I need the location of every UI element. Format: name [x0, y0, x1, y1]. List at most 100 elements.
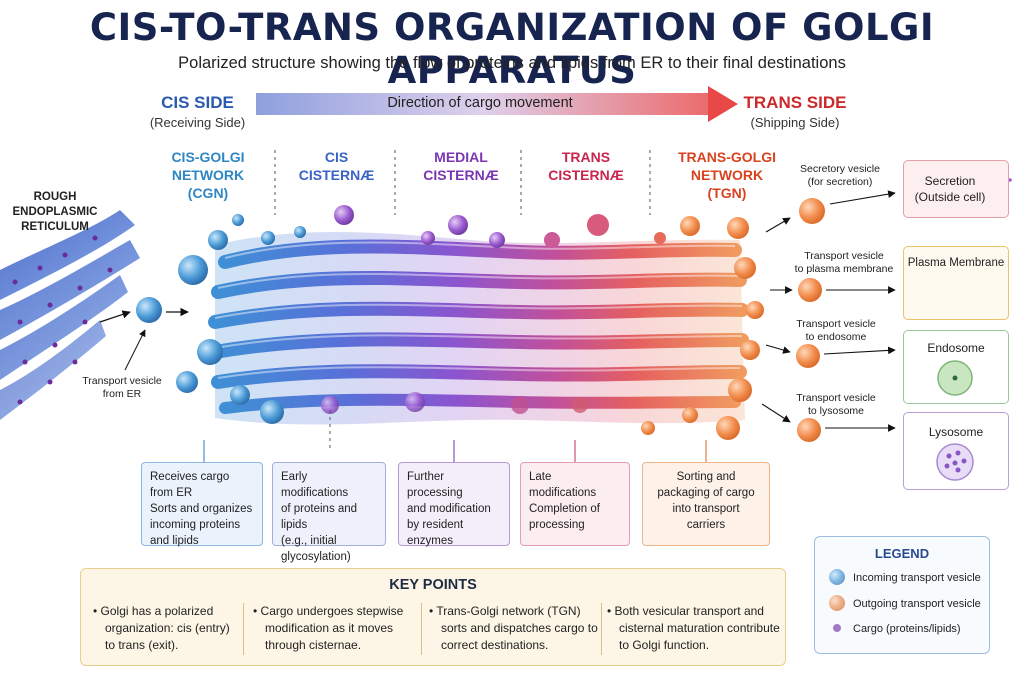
outgoing-vesicle-icon	[829, 595, 845, 611]
trans-side-title: TRANS SIDE	[743, 93, 847, 112]
legend-incoming-label: Incoming transport vesicle	[853, 572, 981, 584]
box-line: glycosylation)	[281, 551, 351, 563]
incoming-vesicle-icon	[829, 569, 845, 585]
er-arrow	[99, 310, 131, 323]
endosome-destination: Endosome	[903, 330, 1009, 404]
er-vesicle-label-line: from ER	[102, 388, 142, 400]
box-line: packaging of cargo	[657, 487, 755, 499]
plasma-membrane-vesicle-label: Transport vesicle to plasma membrane	[790, 250, 898, 276]
box-line: carriers	[686, 519, 726, 531]
vesicle-label-line: Transport vesicle	[796, 392, 876, 404]
direction-label: Direction of cargo movement	[387, 95, 573, 111]
key-point-2: • Cargo undergoes stepwise modification …	[253, 603, 419, 654]
region-label-line: TRANS-GOLGI	[678, 149, 776, 165]
region-label-line: CISTERNÆ	[548, 167, 624, 183]
key-point-line: sorts and dispatches cargo to	[441, 621, 598, 635]
region-medial-cisternae: MEDIAL CISTERNÆ	[405, 148, 517, 184]
endosome-icon	[937, 360, 973, 396]
secretion-destination: Secretion (Outside cell)	[903, 160, 1009, 218]
box-line: processing	[529, 519, 585, 531]
box-line: (e.g., initial	[281, 535, 337, 547]
lysosome-icon	[936, 443, 974, 481]
er-label: ROUGH ENDOPLASMIC RETICULUM	[0, 190, 110, 235]
outgoing-vesicles	[761, 190, 896, 442]
legend-title: LEGEND	[874, 546, 930, 561]
box-line: and modification	[407, 503, 491, 515]
er-label-line: RETICULUM	[21, 221, 89, 233]
lysosome-vesicle-label: Transport vesicle to lysosome	[786, 392, 886, 418]
box-line: Sorting and	[676, 471, 736, 483]
vesicle-label-line: to lysosome	[807, 405, 865, 417]
box-line: Late modifications	[529, 471, 597, 499]
medial-cisternae-description-box: Further processing and modification by r…	[398, 462, 510, 547]
key-point-line: through cisternae.	[265, 638, 362, 652]
key-point-line: cisternal maturation contribute	[619, 621, 780, 635]
box-line: Completion of	[529, 503, 600, 515]
trans-side-subtitle: (Shipping Side)	[750, 115, 840, 130]
box-line: incoming proteins	[150, 519, 241, 531]
key-point-line: organization: cis (entry)	[105, 621, 230, 635]
page-title: CIS-TO-TRANS ORGANIZATION OF GOLGI APPAR…	[89, 6, 935, 92]
key-point-line: Trans-Golgi network (TGN)	[436, 604, 581, 618]
region-cgn: CIS-GOLGI NETWORK (CGN)	[152, 148, 264, 202]
key-point-line: Both vesicular transport and	[614, 604, 764, 618]
box-connectors	[203, 440, 707, 462]
vesicle-label-line: (for secretion)	[807, 176, 873, 188]
key-point-line: modification as it moves	[265, 621, 394, 635]
key-point-line: correct destinations.	[441, 638, 549, 652]
er-label-line: ENDOPLASMIC	[12, 206, 98, 218]
destination-label: Lysosome	[928, 425, 984, 439]
destination-label-line: Secretion	[924, 174, 976, 188]
cis-side-title: CIS SIDE	[161, 93, 234, 112]
page-subtitle: Polarized structure showing the flow of …	[178, 54, 846, 72]
box-line: Receives cargo from ER	[150, 471, 230, 499]
vesicle-label-line: to endosome	[805, 331, 867, 343]
box-line: and lipids	[150, 535, 199, 547]
cgn-description-box: Receives cargo from ER Sorts and organiz…	[141, 462, 263, 547]
region-label-line: CIS-GOLGI	[171, 149, 245, 165]
region-label-line: (CGN)	[187, 185, 229, 201]
vesicle-label-line: Transport vesicle	[804, 250, 884, 262]
legend-panel: LEGEND Incoming transport vesicle Outgoi…	[814, 536, 990, 654]
er-vesicle-pointer	[124, 329, 146, 371]
direction-arrow	[256, 86, 738, 122]
rough-er	[0, 210, 140, 420]
key-point-line: Golgi has a polarized	[100, 604, 214, 618]
region-label-line: CISTERNÆ	[298, 167, 375, 183]
box-line: into transport	[672, 503, 740, 515]
cis-side-subtitle: (Receiving Side)	[149, 115, 246, 130]
vesicle-label-line: Transport vesicle	[796, 318, 876, 330]
er-vesicle-label-line: Transport vesicle	[82, 375, 162, 387]
vesicle-label-line: to plasma membrane	[794, 263, 894, 275]
region-tgn: TRANS-GOLGI NETWORK (TGN)	[668, 148, 786, 202]
region-label-line: TRANS	[561, 149, 611, 165]
region-label-line: CISTERNÆ	[423, 167, 499, 183]
region-label-line: CIS	[324, 149, 349, 165]
box-line: enzymes	[407, 535, 454, 547]
secretory-vesicle-label: Secretory vesicle (for secretion)	[790, 163, 890, 189]
destination-label: Plasma Membrane	[907, 257, 1005, 269]
key-point-line: Cargo undergoes stepwise	[260, 604, 404, 618]
golgi-stack	[176, 205, 764, 440]
key-point-3: • Trans-Golgi network (TGN) sorts and di…	[429, 603, 601, 654]
legend-outgoing-label: Outgoing transport vesicle	[853, 598, 981, 610]
key-points-panel: KEY POINTS • Golgi has a polarized organ…	[80, 568, 786, 666]
key-points-title: KEY POINTS	[389, 577, 477, 593]
tgn-description-box: Sorting and packaging of cargo into tran…	[642, 462, 770, 546]
cis-cisternae-description-box: Early modifications of proteins and lipi…	[272, 462, 386, 563]
box-line: Early modifications	[281, 471, 349, 499]
vesicle-label-line: Secretory vesicle	[800, 163, 880, 175]
region-label-line: MEDIAL	[434, 149, 488, 165]
box-line: Sorts and organizes	[150, 503, 253, 515]
box-line: by resident	[407, 519, 464, 531]
region-label-line: NETWORK	[171, 167, 245, 183]
key-point-1: • Golgi has a polarized organization: ci…	[93, 603, 241, 654]
lysosome-destination: Lysosome	[903, 412, 1009, 490]
region-label-line: (TGN)	[707, 185, 747, 201]
region-cis-cisternae: CIS CISTERNÆ	[284, 148, 389, 184]
key-point-4: • Both vesicular transport and cisternal…	[607, 603, 785, 654]
trans-cisternae-description-box: Late modifications Completion of process…	[520, 462, 630, 546]
key-point-line: to trans (exit).	[105, 638, 179, 652]
er-label-line: ROUGH	[33, 191, 77, 203]
